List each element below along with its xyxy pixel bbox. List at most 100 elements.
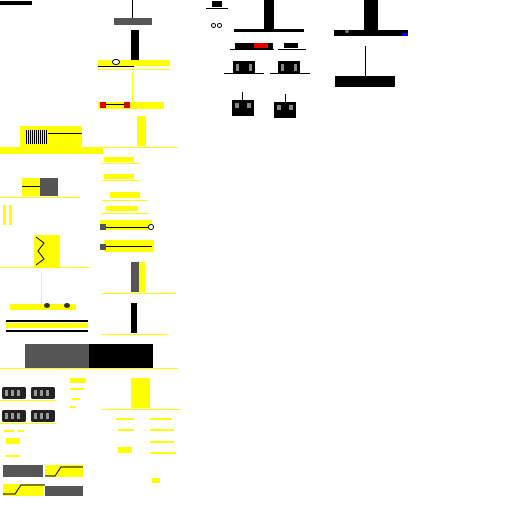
- bar-yellow-1: [45, 465, 83, 477]
- column-4-side: [139, 262, 145, 292]
- platform-knob-1: [44, 303, 50, 308]
- bar-gray-1: [3, 465, 43, 477]
- right-column-2-base: [334, 30, 408, 36]
- mid-dash-1: [116, 418, 134, 420]
- dash-8: [6, 455, 20, 457]
- black-block: [89, 344, 153, 368]
- left-post-1: [3, 205, 6, 225]
- mid-dash-3: [118, 429, 134, 431]
- column-2-stem: [132, 72, 133, 102]
- rod-line: [41, 272, 42, 304]
- rail-1: [6, 320, 88, 322]
- clamp-outline: [35, 236, 45, 266]
- red-carriage-rail: [230, 49, 274, 50]
- column-1-eye: [112, 59, 120, 65]
- dash-6: [18, 430, 24, 432]
- column-6: [131, 378, 150, 408]
- bar-stroke-2: [3, 484, 45, 495]
- right-stand-base: [335, 76, 395, 87]
- red-marker-1: [100, 102, 106, 108]
- stack-d-1: [106, 206, 138, 211]
- connector-1: [233, 61, 255, 73]
- bar-stroke-1: [45, 466, 83, 477]
- tile-1: [2, 387, 26, 399]
- probe-head: [212, 1, 222, 7]
- column-4: [131, 262, 139, 292]
- connector-2-rail: [270, 73, 310, 74]
- mid-dash-7: [150, 452, 176, 454]
- column-1-base: [98, 60, 170, 66]
- red-marker-2: [124, 102, 130, 108]
- housing-line: [48, 133, 82, 134]
- right-column-1: [264, 0, 274, 29]
- probe-eye-1: [211, 23, 216, 28]
- right-stand-stem: [365, 46, 366, 76]
- left-post-2: [9, 205, 12, 225]
- tile-2: [31, 387, 55, 399]
- slide-bar-1-line: [106, 227, 152, 228]
- socket-1: [232, 100, 254, 116]
- stack-a-1: [104, 157, 134, 162]
- column-5-ground: [102, 334, 168, 335]
- gray-block: [25, 344, 89, 368]
- top-stem: [132, 0, 133, 18]
- column-5: [131, 303, 137, 333]
- base-stud: [345, 30, 349, 33]
- column-1-foot: [98, 66, 134, 67]
- mid-baseline: [0, 368, 178, 369]
- square-divider: [22, 186, 40, 187]
- tile-3: [2, 410, 26, 422]
- stack-c-1: [110, 192, 140, 198]
- column-3-ground: [102, 147, 178, 148]
- slide-bar-1-cap: [100, 224, 106, 230]
- left-base-plate: [0, 147, 103, 154]
- right-column-1-base: [234, 29, 304, 32]
- mid-dash-5: [150, 441, 174, 443]
- stack-b-1: [104, 174, 134, 179]
- bar-gray-2: [45, 486, 83, 496]
- corner-bar: [0, 1, 32, 5]
- right-column-2: [364, 0, 378, 30]
- dash-1: [70, 378, 86, 383]
- small-carriage: [284, 43, 298, 48]
- socket-2-pin: [285, 94, 286, 102]
- tile-4: [31, 410, 55, 422]
- slide-bar-2-cap: [100, 244, 106, 250]
- probe-eye-2: [217, 23, 222, 28]
- connector-1-rail: [224, 73, 264, 74]
- connector-2: [278, 61, 300, 73]
- column-1: [131, 30, 139, 60]
- rod-platform: [10, 304, 76, 310]
- bar-yellow-2: [3, 484, 43, 496]
- rail-2: [6, 330, 88, 332]
- mid-dash-4: [150, 429, 174, 431]
- column-3: [137, 116, 146, 146]
- yellow-square: [22, 178, 40, 196]
- column-4-ground: [102, 293, 176, 294]
- mid-dash-8: [152, 478, 160, 483]
- slide-bar-1: [100, 220, 152, 230]
- left-baseline-1: [0, 197, 80, 198]
- dash-3: [72, 398, 80, 400]
- column-1-ground: [98, 69, 170, 70]
- stack-d-line: [102, 213, 148, 214]
- stack-c-line: [102, 200, 148, 201]
- dash-5: [4, 430, 14, 432]
- mid-dash-6: [118, 447, 132, 453]
- mid-dash-2: [150, 418, 172, 420]
- socket-2: [274, 102, 296, 118]
- rail-fill: [6, 323, 88, 328]
- tile-baseline-2: [0, 423, 56, 424]
- gray-square: [40, 178, 58, 196]
- tile-baseline-1: [0, 400, 56, 401]
- blue-marker: [402, 33, 408, 36]
- column-2-base: [98, 102, 164, 109]
- dash-7: [6, 438, 20, 444]
- socket-1-pin: [242, 92, 243, 100]
- small-carriage-rail: [278, 49, 306, 50]
- probe-line: [206, 8, 228, 9]
- stack-a-line: [102, 163, 140, 164]
- red-carriage-fill: [254, 43, 268, 48]
- dash-4: [70, 406, 76, 408]
